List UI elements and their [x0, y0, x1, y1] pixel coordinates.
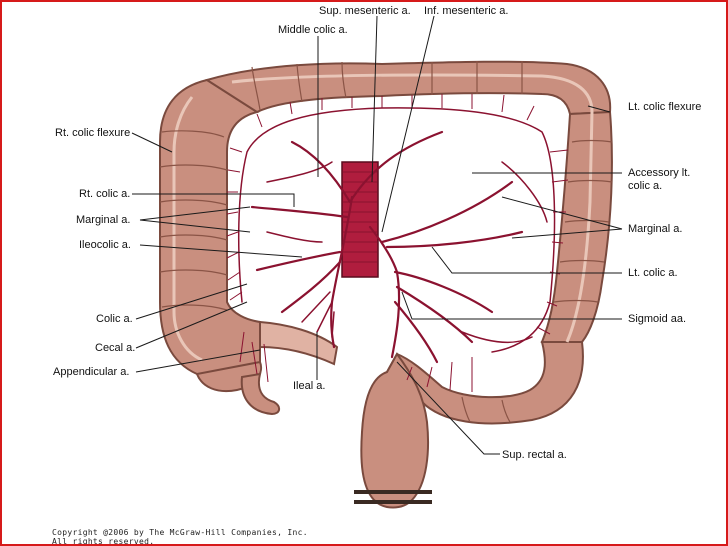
- vasa-recta: [226, 94, 569, 392]
- transverse-colon: [204, 60, 612, 116]
- label-rt-colic-flexure: Rt. colic flexure: [55, 127, 130, 139]
- label-rt-colic-a: Rt. colic a.: [79, 188, 130, 200]
- label-marginal-left: Marginal a.: [76, 214, 130, 226]
- label-lt-colic-flexure: Lt. colic flexure: [628, 101, 701, 113]
- arterial-tree: [226, 94, 569, 392]
- copyright-line-1: Copyright @2006 by The McGraw-Hill Compa…: [52, 528, 308, 537]
- terminal-ileum: [259, 320, 339, 366]
- label-inf-mesenteric: Inf. mesenteric a.: [424, 5, 508, 17]
- ileocolic-artery: [255, 250, 342, 314]
- label-sup-rectal: Sup. rectal a.: [502, 449, 567, 461]
- rt-colic-artery: [250, 205, 349, 219]
- rectal-clamp: [354, 490, 432, 504]
- haustra: [159, 60, 613, 423]
- label-sigmoid: Sigmoid aa.: [628, 313, 686, 325]
- colon-illustration: [159, 60, 613, 509]
- copyright-notice: Copyright @2006 by The McGraw-Hill Compa…: [52, 528, 308, 546]
- lt-colic-artery: [380, 180, 524, 249]
- label-marginal-right: Marginal a.: [628, 223, 682, 235]
- label-appendicular: Appendicular a.: [53, 366, 129, 378]
- sigmoid-arteries: [393, 270, 494, 364]
- middle-colic-artery: [290, 130, 444, 204]
- label-accessory-lt-line2: colic a.: [628, 180, 662, 192]
- label-sup-mesenteric: Sup. mesenteric a.: [319, 5, 411, 17]
- label-ileocolic: Ileocolic a.: [79, 239, 131, 251]
- appendix: [240, 372, 280, 416]
- label-ileal: Ileal a.: [293, 380, 325, 392]
- labels: Sup. mesenteric a. Inf. mesenteric a. Mi…: [53, 5, 701, 461]
- label-lt-colic-a: Lt. colic a.: [628, 267, 678, 279]
- label-accessory-lt-line1: Accessory lt.: [628, 167, 690, 179]
- label-middle-colic: Middle colic a.: [278, 24, 348, 36]
- rectum: [360, 352, 430, 509]
- marginal-artery: [237, 107, 556, 353]
- label-cecal: Cecal a.: [95, 342, 135, 354]
- label-colic: Colic a.: [96, 313, 133, 325]
- copyright-line-2: All rights reserved.: [52, 537, 155, 546]
- leader-lines: [131, 15, 623, 455]
